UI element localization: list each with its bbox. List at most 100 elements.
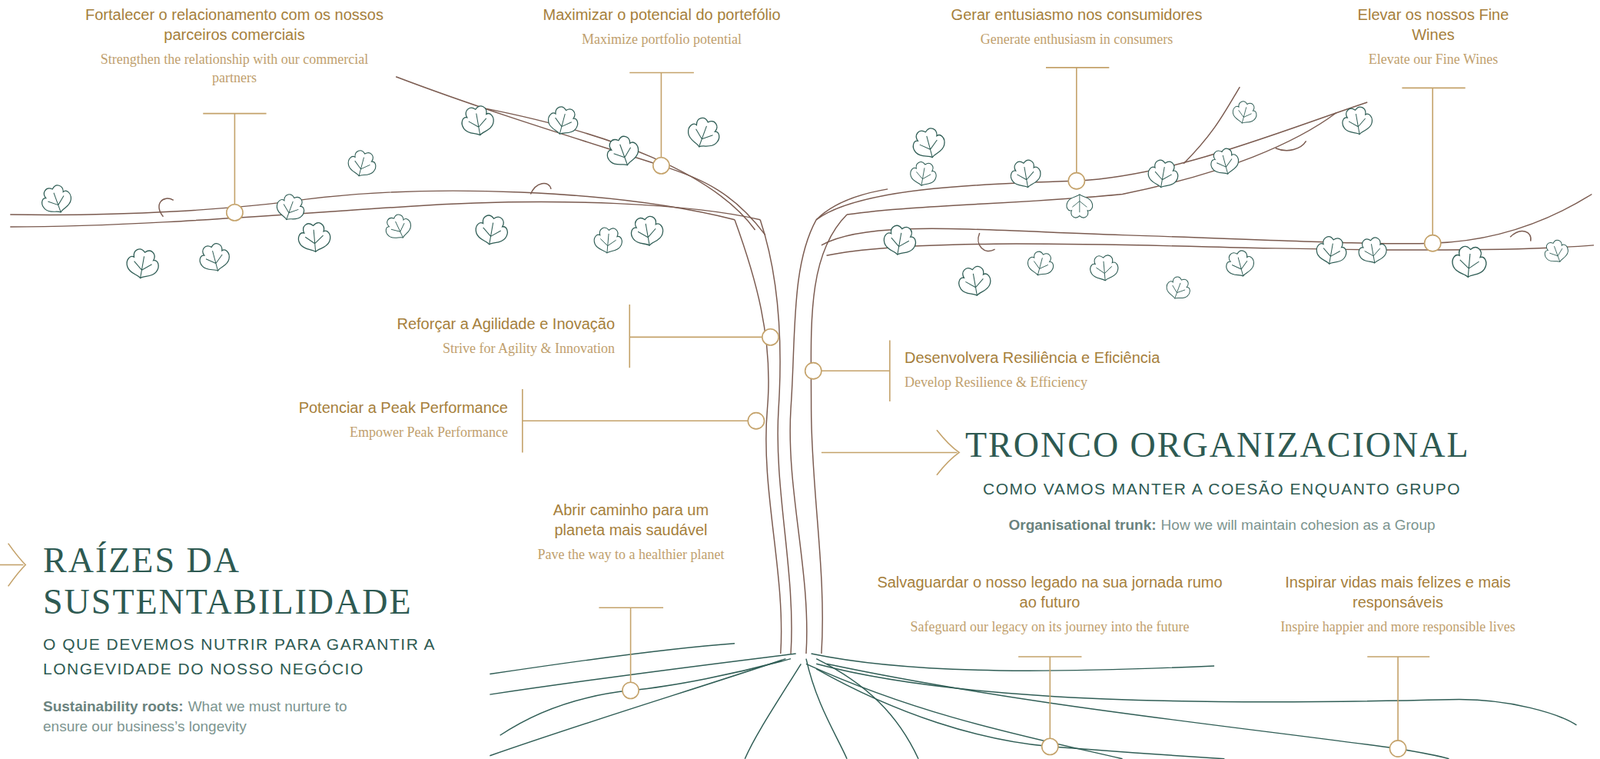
callout-subtitle: Empower Peak Performance — [169, 422, 508, 442]
leaf — [459, 104, 496, 139]
root — [500, 658, 791, 736]
vine-branch — [479, 107, 756, 230]
leader-line — [598, 607, 664, 682]
callout-subtitle: Maximize portfolio potential — [492, 29, 831, 49]
leaf — [297, 222, 332, 254]
leaf — [628, 214, 665, 249]
pointer-arrow — [0, 564, 24, 566]
leader-line — [202, 113, 266, 205]
leaf — [37, 182, 75, 218]
section-title-block: TRONCO ORGANIZACIONAL — [965, 424, 1471, 466]
vine-trunk — [760, 219, 792, 654]
vine-tendril — [159, 198, 174, 217]
root — [489, 653, 796, 694]
section-title: TRONCO ORGANIZACIONAL — [965, 424, 1471, 466]
callout-subtitle: Generate enthusiasm in consumers — [907, 29, 1246, 49]
callout-heading: Elevar os nossos Fine Wines — [1348, 4, 1518, 45]
callout: Abrir caminho para um planeta mais saudá… — [534, 499, 727, 564]
callout: Maximizar o potencial do portefólioMaxim… — [492, 4, 831, 49]
callout: Gerar entusiasmo nos consumidoresGenerat… — [907, 4, 1246, 49]
leader-line — [1367, 656, 1430, 741]
root — [489, 658, 786, 756]
leaf — [1450, 245, 1488, 279]
root — [744, 663, 801, 758]
leaf — [683, 114, 724, 153]
marker-dot — [1068, 172, 1085, 190]
section-note: Organisational trunk: — [1008, 516, 1156, 533]
section-title-block: RAÍZES DA SUSTENTABILIDADE — [43, 539, 474, 623]
marker-dot — [805, 362, 822, 379]
callout-subtitle: Inspire happier and more responsible liv… — [1248, 617, 1548, 636]
callout-subtitle: Develop Resilience & Efficiency — [904, 372, 1243, 392]
callout: Fortalecer o relacionamento com os nosso… — [84, 4, 385, 87]
pointer-arrow — [821, 451, 958, 454]
callout-heading: Maximizar o potencial do portefólio — [492, 4, 831, 25]
leaf — [273, 191, 309, 225]
callout: Inspirar vidas mais felizes e mais respo… — [1248, 571, 1548, 636]
leader-line — [1045, 67, 1109, 173]
leaf — [381, 211, 415, 243]
marker-dot — [653, 157, 670, 174]
callout-subtitle: Strive for Agility & Innovation — [276, 338, 615, 358]
callout-heading: Abrir caminho para um planeta mais saudá… — [534, 499, 727, 540]
root — [816, 658, 919, 759]
callout: Salvaguardar o nosso legado na sua jorna… — [873, 571, 1227, 636]
leaf — [1088, 254, 1119, 282]
leaf — [1230, 99, 1259, 127]
vine-trunk — [810, 214, 847, 654]
vine-trunk — [734, 219, 782, 654]
vine-tendril — [978, 232, 996, 252]
leader-line — [629, 72, 694, 157]
leaf — [881, 223, 918, 258]
leaf — [473, 213, 510, 248]
root — [816, 668, 1225, 759]
leaf — [1146, 158, 1181, 190]
callout-heading: Reforçar a Agilidade e Inovação — [276, 313, 615, 334]
callout: Desenvolvera Resiliência e EficiênciaDev… — [904, 347, 1243, 392]
leaf — [908, 160, 938, 188]
leader-line — [629, 304, 763, 368]
callout-subtitle: Elevate our Fine Wines — [1348, 49, 1518, 69]
vine-tendril — [530, 182, 552, 194]
leaf — [124, 247, 161, 282]
root — [826, 663, 1450, 758]
vine-branch — [395, 76, 766, 236]
marker-dot — [1389, 740, 1406, 757]
leaf — [345, 148, 379, 180]
leaf — [602, 132, 643, 171]
marker-dot — [747, 412, 764, 429]
section-subtitle: O QUE DEVEMOS NUTRIR PARA GARANTIR A LON… — [43, 631, 466, 681]
leaf — [196, 241, 233, 276]
leaf — [1223, 248, 1257, 280]
callout-subtitle: Pave the way to a healthier planet — [534, 544, 727, 564]
callout-heading: Potenciar a Peak Performance — [169, 397, 508, 418]
leaf — [593, 226, 624, 254]
leaf — [1208, 146, 1242, 178]
section-title: RAÍZES DA SUSTENTABILIDADE — [43, 539, 474, 623]
section-note-block: Sustainability roots:What we must nurtur… — [43, 696, 359, 737]
section-subtitle-block: O QUE DEVEMOS NUTRIR PARA GARANTIR A LON… — [43, 631, 466, 681]
leaf — [956, 264, 993, 299]
leader-line — [821, 339, 890, 402]
callout: Potenciar a Peak PerformanceEmpower Peak… — [169, 397, 508, 442]
marker-dot — [762, 328, 779, 346]
leaf — [1163, 274, 1194, 303]
root — [806, 663, 1123, 758]
vine-trunk — [790, 189, 888, 654]
leaf — [1066, 194, 1093, 218]
callout-heading: Fortalecer o relacionamento com os nosso… — [84, 4, 385, 45]
callout: Elevar os nossos Fine WinesElevate our F… — [1348, 4, 1518, 69]
callout-heading: Inspirar vidas mais felizes e mais respo… — [1248, 571, 1548, 612]
leaf — [1541, 237, 1572, 266]
root — [811, 653, 1215, 671]
section-subtitle: COMO VAMOS MANTER A COESÃO ENQUANTO GRUP… — [945, 476, 1499, 502]
root — [489, 643, 735, 674]
root — [816, 663, 1577, 725]
leaf — [1356, 235, 1388, 266]
marker-dot — [1042, 737, 1059, 754]
callout-heading: Desenvolvera Resiliência e Eficiência — [904, 347, 1243, 368]
vine-branch — [821, 194, 1592, 246]
marker-dot — [1424, 235, 1441, 252]
leaf — [1025, 248, 1056, 279]
leaf — [545, 104, 581, 139]
